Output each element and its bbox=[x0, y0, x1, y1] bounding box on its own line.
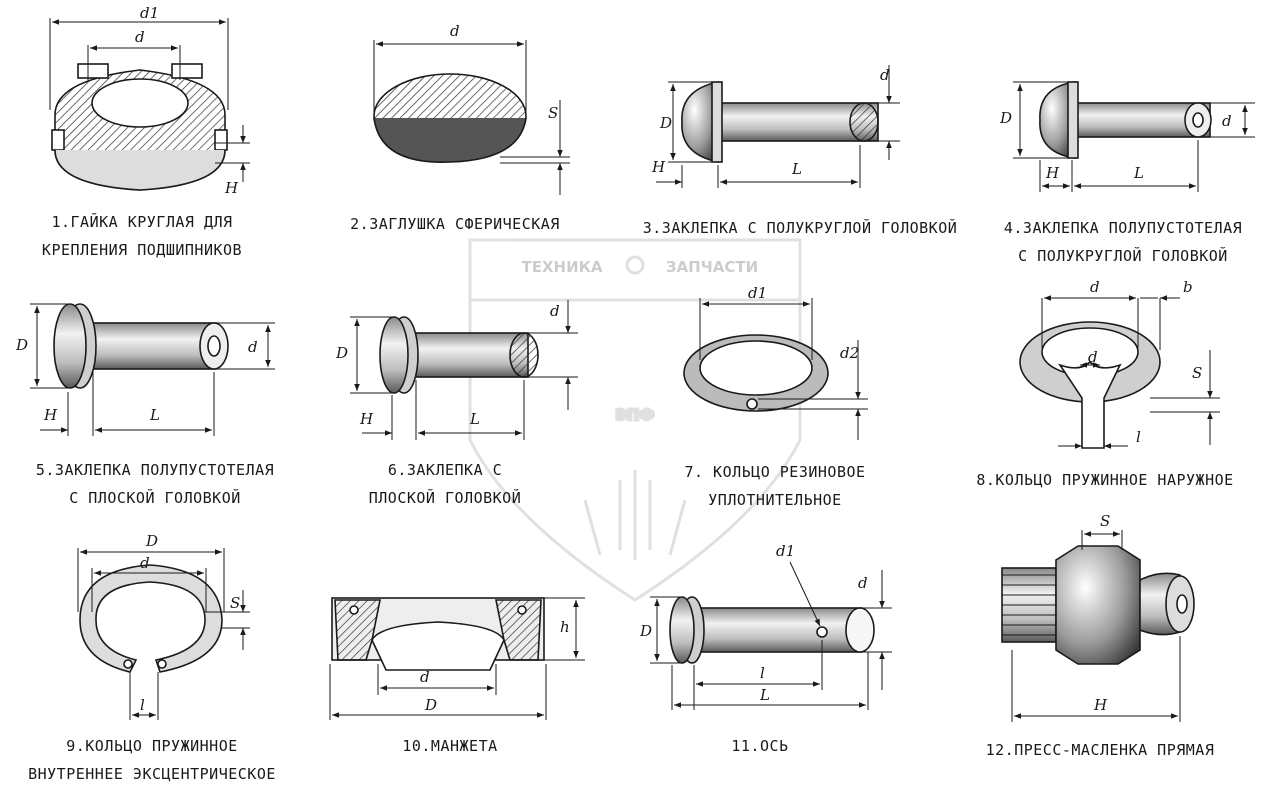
part-7-drawing bbox=[683, 298, 868, 440]
dim-label-D: D bbox=[639, 622, 652, 640]
dim-label-L: L bbox=[1133, 164, 1144, 182]
caption-part-7: 7. КОЛЬЦО РЕЗИНОВОЕ УПЛОТНИТЕЛЬНОЕ bbox=[670, 458, 880, 514]
dim-label-L: L bbox=[469, 410, 480, 428]
watermark: ТЕХНИКА ЗАПЧАСТИ ЭПФ bbox=[468, 238, 802, 602]
caption-part-5: 5.ЗАКЛЕПКА ПОЛУПУСТОТЕЛАЯ С ПЛОСКОЙ ГОЛО… bbox=[20, 456, 290, 512]
dim-label-H: H bbox=[651, 158, 666, 176]
dim-label-H: H bbox=[1045, 164, 1060, 182]
dim-label-h: H bbox=[1093, 696, 1108, 714]
part-10-drawing bbox=[329, 597, 585, 720]
caption-line: ВНУТРЕННЕЕ ЭКСЦЕНТРИЧЕСКОЕ bbox=[28, 765, 276, 783]
caption-part-3: 3.ЗАКЛЕПКА С ПОЛУКРУГЛОЙ ГОЛОВКОЙ bbox=[620, 214, 980, 242]
dim-label-d1: d1 bbox=[748, 284, 767, 302]
dim-label-d1: d1 bbox=[140, 4, 159, 22]
caption-line: С ПОЛУКРУГЛОЙ ГОЛОВКОЙ bbox=[1018, 247, 1228, 265]
caption-part-12: 12.ПРЕСС-МАСЛЕНКА ПРЯМАЯ bbox=[960, 736, 1240, 764]
dim-label-s: S bbox=[230, 594, 240, 612]
caption-line: ПЛОСКОЙ ГОЛОВКОЙ bbox=[368, 489, 522, 507]
dim-label-D: D bbox=[999, 109, 1012, 127]
part-4-drawing bbox=[1013, 81, 1255, 192]
caption-line: С ПЛОСКОЙ ГОЛОВКОЙ bbox=[69, 489, 241, 507]
caption-part-9: 9.КОЛЬЦО ПРУЖИННОЕ ВНУТРЕННЕЕ ЭКСЦЕНТРИЧ… bbox=[12, 732, 292, 788]
dim-label-h: h bbox=[560, 618, 570, 636]
dim-label-d: d bbox=[550, 302, 560, 320]
dim-label-d: d bbox=[420, 668, 430, 686]
dim-label-d: d bbox=[450, 22, 460, 40]
dim-label-D: D bbox=[424, 696, 437, 714]
caption-line: 2.ЗАГЛУШКА СФЕРИЧЕСКАЯ bbox=[350, 215, 560, 233]
dim-label-D: D bbox=[15, 336, 28, 354]
watermark-text-left: ТЕХНИКА bbox=[521, 258, 602, 276]
caption-part-11: 11.ОСЬ bbox=[710, 732, 810, 760]
dim-label-b: b bbox=[1183, 278, 1193, 296]
caption-line: КРЕПЛЕНИЯ ПОДШИПНИКОВ bbox=[41, 241, 243, 259]
dim-label-d: d bbox=[880, 66, 890, 84]
dim-label-d: d bbox=[248, 338, 258, 356]
caption-line: 5.ЗАКЛЕПКА ПОЛУПУСТОТЕЛАЯ bbox=[35, 461, 275, 479]
dim-label-l: l bbox=[1136, 428, 1141, 446]
caption-part-1: 1.ГАЙКА КРУГЛАЯ ДЛЯ КРЕПЛЕНИЯ ПОДШИПНИКО… bbox=[22, 208, 262, 264]
dim-label-d: d bbox=[135, 28, 145, 46]
caption-line: 1.ГАЙКА КРУГЛАЯ ДЛЯ bbox=[51, 213, 233, 231]
dim-label-d: d bbox=[1222, 112, 1232, 130]
caption-line: 10.МАНЖЕТА bbox=[402, 737, 498, 755]
caption-line: 3.ЗАКЛЕПКА С ПОЛУКРУГЛОЙ ГОЛОВКОЙ bbox=[642, 219, 958, 237]
dim-label-L: L bbox=[791, 160, 802, 178]
part-5-drawing bbox=[30, 303, 275, 436]
dim-label-h: H bbox=[224, 179, 239, 197]
dim-label-d: d bbox=[140, 554, 150, 572]
part-1-drawing bbox=[49, 18, 250, 191]
dim-label-L: L bbox=[759, 686, 770, 704]
part-3-drawing bbox=[656, 65, 900, 188]
part-11-drawing bbox=[650, 561, 892, 710]
caption-part-2: 2.ЗАГЛУШКА СФЕРИЧЕСКАЯ bbox=[330, 210, 580, 238]
caption-line: 12.ПРЕСС-МАСЛЕНКА ПРЯМАЯ bbox=[985, 741, 1215, 759]
dim-label-D: D bbox=[145, 532, 158, 550]
wheat-icon bbox=[583, 470, 687, 560]
dim-label-l: l bbox=[140, 696, 145, 714]
dim-label-d2: d2 bbox=[840, 344, 859, 362]
dim-label-s: S bbox=[1192, 364, 1202, 382]
dim-label-D: D bbox=[335, 344, 348, 362]
part-2-drawing bbox=[373, 40, 570, 195]
part-6-drawing bbox=[350, 300, 578, 440]
watermark-letters: ЭПФ bbox=[616, 406, 655, 424]
caption-line: 6.ЗАКЛЕПКА С bbox=[387, 461, 503, 479]
caption-line: 11.ОСЬ bbox=[731, 737, 789, 755]
dim-label-s: S bbox=[548, 104, 558, 122]
part-12-drawing bbox=[1001, 530, 1195, 722]
caption-part-8: 8.КОЛЬЦО ПРУЖИННОЕ НАРУЖНОЕ bbox=[955, 466, 1255, 494]
dim-label-d: d bbox=[858, 574, 868, 592]
dim-label-H: H bbox=[359, 410, 374, 428]
part-9-drawing bbox=[77, 548, 250, 720]
caption-line: 9.КОЛЬЦО ПРУЖИННОЕ bbox=[66, 737, 238, 755]
dim-label-d1: d1 bbox=[776, 542, 795, 560]
caption-line: 8.КОЛЬЦО ПРУЖИННОЕ НАРУЖНОЕ bbox=[976, 471, 1234, 489]
dim-label-l: l bbox=[760, 664, 765, 682]
dim-label-D: D bbox=[659, 114, 672, 132]
caption-line: УПЛОТНИТЕЛЬНОЕ bbox=[708, 491, 842, 509]
gear-icon bbox=[625, 255, 645, 275]
caption-part-6: 6.ЗАКЛЕПКА С ПЛОСКОЙ ГОЛОВКОЙ bbox=[345, 456, 545, 512]
caption-line: 7. КОЛЬЦО РЕЗИНОВОЕ bbox=[684, 463, 866, 481]
dim-label-H: H bbox=[43, 406, 58, 424]
dim-label-L: L bbox=[149, 406, 160, 424]
part-8-drawing bbox=[1019, 295, 1220, 449]
caption-part-10: 10.МАНЖЕТА bbox=[370, 732, 530, 760]
caption-part-4: 4.ЗАКЛЕПКА ПОЛУПУСТОТЕЛАЯ С ПОЛУКРУГЛОЙ … bbox=[988, 214, 1258, 270]
dim-label-d-inner: d bbox=[1088, 348, 1098, 366]
caption-line: 4.ЗАКЛЕПКА ПОЛУПУСТОТЕЛАЯ bbox=[1003, 219, 1243, 237]
watermark-text-right: ЗАПЧАСТИ bbox=[666, 258, 758, 276]
dim-label-d: d bbox=[1090, 278, 1100, 296]
dim-label-s: S bbox=[1100, 512, 1110, 530]
